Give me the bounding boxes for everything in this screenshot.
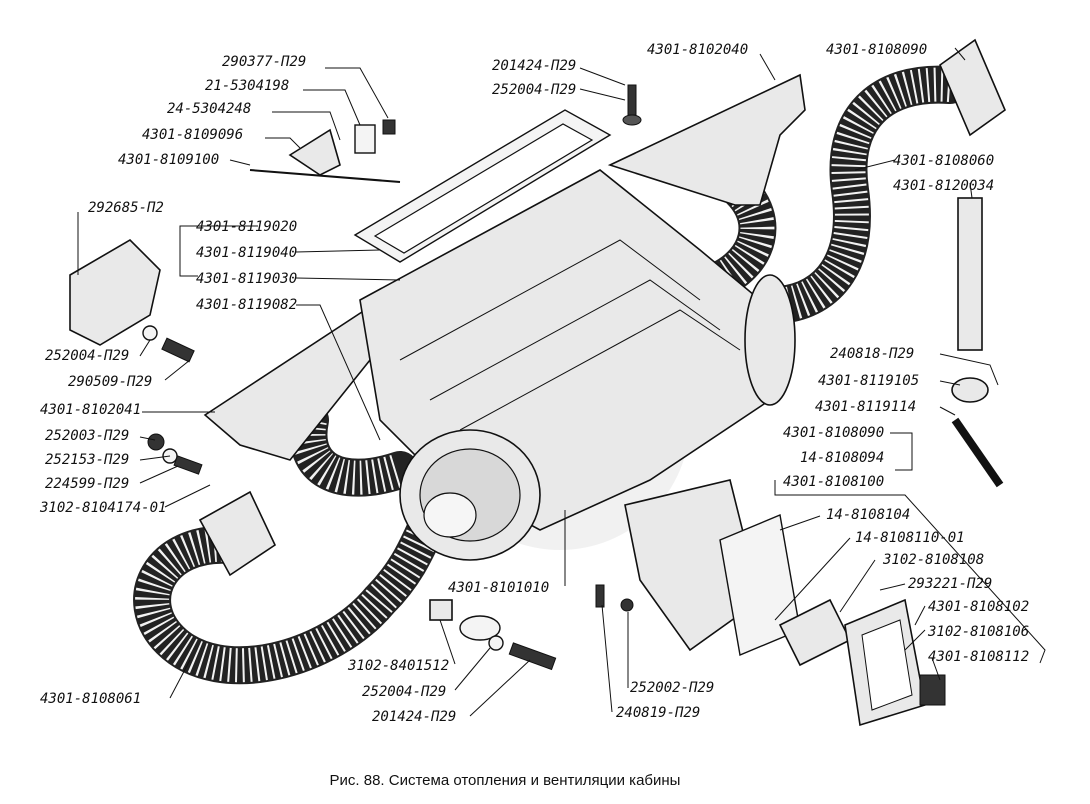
valve	[951, 377, 1004, 488]
lever-bracket	[249, 119, 401, 183]
label-201424-p29-a: 201424-П29	[492, 58, 576, 74]
label-252003-p29: 252003-П29	[45, 428, 129, 444]
label-4301-8109100: 4301-8109100	[118, 152, 219, 168]
frame-small	[844, 598, 926, 727]
air-duct-left	[203, 308, 371, 461]
air-duct-right	[607, 73, 806, 206]
label-4301-8119105: 4301-8119105	[818, 373, 919, 389]
left-fasteners	[142, 325, 203, 475]
label-4301-8119030: 4301-8119030	[196, 271, 297, 287]
air-intake-housing	[624, 479, 801, 656]
label-290377-p29: 290377-П29	[222, 54, 306, 70]
label-290509-p29: 290509-П29	[68, 374, 152, 390]
hose-left-middle	[289, 401, 419, 497]
label-4301-8108060: 4301-8108060	[893, 153, 994, 169]
fan-motor	[399, 429, 541, 561]
clip	[919, 674, 946, 706]
connector-upper-right	[939, 38, 1006, 137]
drum-right	[744, 274, 796, 406]
label-4301-8119020: 4301-8119020	[196, 219, 297, 235]
label-4301-8108061: 4301-8108061	[40, 691, 141, 707]
label-4301-8108090-a: 4301-8108090	[826, 42, 927, 58]
label-3102-8108106: 3102-8108106	[927, 624, 1029, 640]
label-293221-p29: 293221-П29	[908, 576, 992, 592]
tube	[957, 197, 983, 351]
label-14-8108094: 14-8108094	[800, 450, 884, 466]
label-4301-8108100: 4301-8108100	[783, 474, 884, 490]
label-4301-8119114: 4301-8119114	[815, 399, 916, 415]
label-4301-8109096: 4301-8109096	[142, 127, 243, 143]
label-4301-8101010: 4301-8101010	[448, 580, 549, 596]
label-292685-p2: 292685-П2	[88, 200, 164, 216]
hose-left	[133, 501, 449, 685]
connector-left	[198, 490, 277, 577]
label-224599-p29: 224599-П29	[45, 476, 129, 492]
label-4301-8102040: 4301-8102040	[647, 42, 748, 58]
label-21-5304198: 21-5304198	[205, 78, 289, 94]
label-4301-8108090-b: 4301-8108090	[783, 425, 884, 441]
label-3102-8401512: 3102-8401512	[347, 658, 449, 674]
figure-caption: Рис. 88. Система отопления и вентиляции …	[329, 772, 681, 789]
label-4301-8119040: 4301-8119040	[196, 245, 297, 261]
label-240818-p29: 240818-П29	[830, 346, 914, 362]
label-201424-p29-b: 201424-П29	[372, 709, 456, 725]
label-14-8108104: 14-8108104	[826, 507, 910, 523]
label-252004-p29-b: 252004-П29	[492, 82, 576, 98]
label-24-5304248: 24-5304248	[167, 101, 251, 117]
label-4301-8120034: 4301-8120034	[893, 178, 994, 194]
bracket-left	[69, 238, 161, 346]
label-14-8108110-01: 14-8108110-01	[855, 530, 965, 546]
label-252153-p29: 252153-П29	[45, 452, 129, 468]
part-labels: 290377-П29 21-5304198 24-5304248 4301-81…	[39, 42, 1029, 725]
label-252004-p29-c: 252004-П29	[362, 684, 446, 700]
label-4301-8102041: 4301-8102041	[40, 402, 141, 418]
bottom-fasteners	[429, 584, 634, 671]
label-3102-8104174-01: 3102-8104174-01	[39, 500, 166, 516]
label-3102-8108108: 3102-8108108	[882, 552, 984, 568]
hose-upper-right	[761, 65, 969, 324]
label-4301-8108112: 4301-8108112	[928, 649, 1029, 665]
leader-lines	[77, 47, 1046, 717]
label-4301-8108102: 4301-8108102	[928, 599, 1029, 615]
label-240819-p29: 240819-П29	[616, 705, 700, 721]
label-252002-p29: 252002-П29	[630, 680, 714, 696]
bolt-top	[622, 84, 642, 126]
label-252004-p29-a: 252004-П29	[45, 348, 129, 364]
frame-top	[353, 109, 612, 263]
label-4301-8119082: 4301-8119082	[196, 297, 297, 313]
